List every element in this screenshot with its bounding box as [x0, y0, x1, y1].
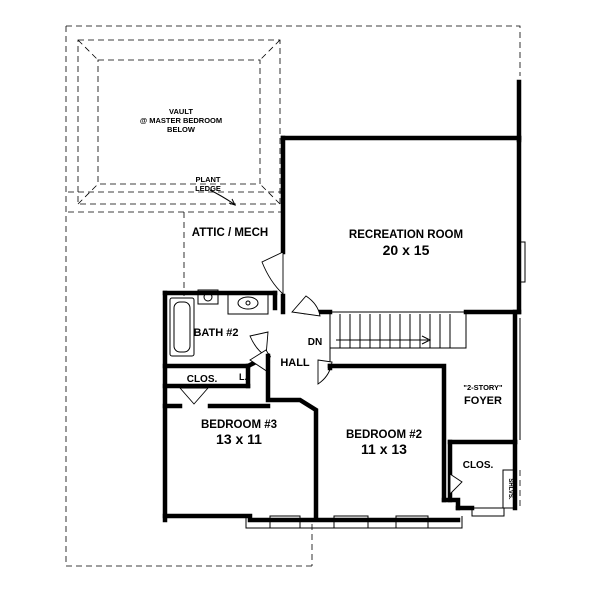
recreation-room-name: RECREATION ROOM: [349, 229, 463, 241]
closet-left-door: [179, 387, 209, 405]
south-wall: [245, 505, 505, 529]
hall-label: HALL: [280, 357, 310, 369]
closet-right-label: CLOS.: [463, 460, 494, 471]
plant-ledge-arrow-head: [228, 198, 236, 206]
foyer-label-2: FOYER: [464, 395, 502, 407]
bedroom3-name: BEDROOM #3: [201, 419, 277, 431]
vault-label: VAULT @ MASTER BEDROOM BELOW: [140, 107, 222, 134]
closet-right-door: [449, 473, 463, 496]
stairs: [329, 311, 467, 366]
bedroom3-size: 13 x 11: [216, 431, 262, 447]
attic-label: ATTIC / MECH: [192, 227, 268, 239]
foyer-label-1: "2-STORY": [463, 383, 503, 392]
linen-label: L.: [239, 372, 247, 382]
plant-ledge-label: PLANT LEDGE: [195, 175, 221, 193]
attic-door: [261, 251, 284, 296]
closet-left-label: CLOS.: [187, 374, 218, 385]
recreation-room-walls: [280, 135, 522, 315]
plant-ledge-label-1: PLANT: [196, 175, 221, 184]
plant-ledge-label-2: LEDGE: [195, 184, 221, 193]
bath-label: BATH #2: [193, 327, 238, 339]
stair-down-label: DN: [308, 337, 322, 348]
lower-floor-outline: [65, 25, 521, 567]
hall-door-north: [291, 295, 321, 317]
recreation-window: [521, 241, 526, 283]
recreation-room-size: 20 x 15: [383, 242, 430, 258]
vault-outline: [68, 39, 282, 296]
hall-walls: [265, 353, 447, 519]
vault-label-1: VAULT: [169, 107, 193, 116]
bedroom2-size: 11 x 13: [361, 441, 407, 457]
bath-fixtures: [169, 289, 269, 357]
hall-door-east: [317, 359, 333, 385]
bedroom3-walls: [162, 403, 271, 519]
foyer-walls: [447, 309, 521, 511]
shelves-label: SHLVS.: [507, 478, 513, 500]
plant-ledge-arrow: [209, 189, 235, 205]
vault-label-3: BELOW: [167, 125, 196, 134]
vault-label-2: @ MASTER BEDROOM: [140, 116, 222, 125]
bedroom2-name: BEDROOM #2: [346, 429, 422, 441]
